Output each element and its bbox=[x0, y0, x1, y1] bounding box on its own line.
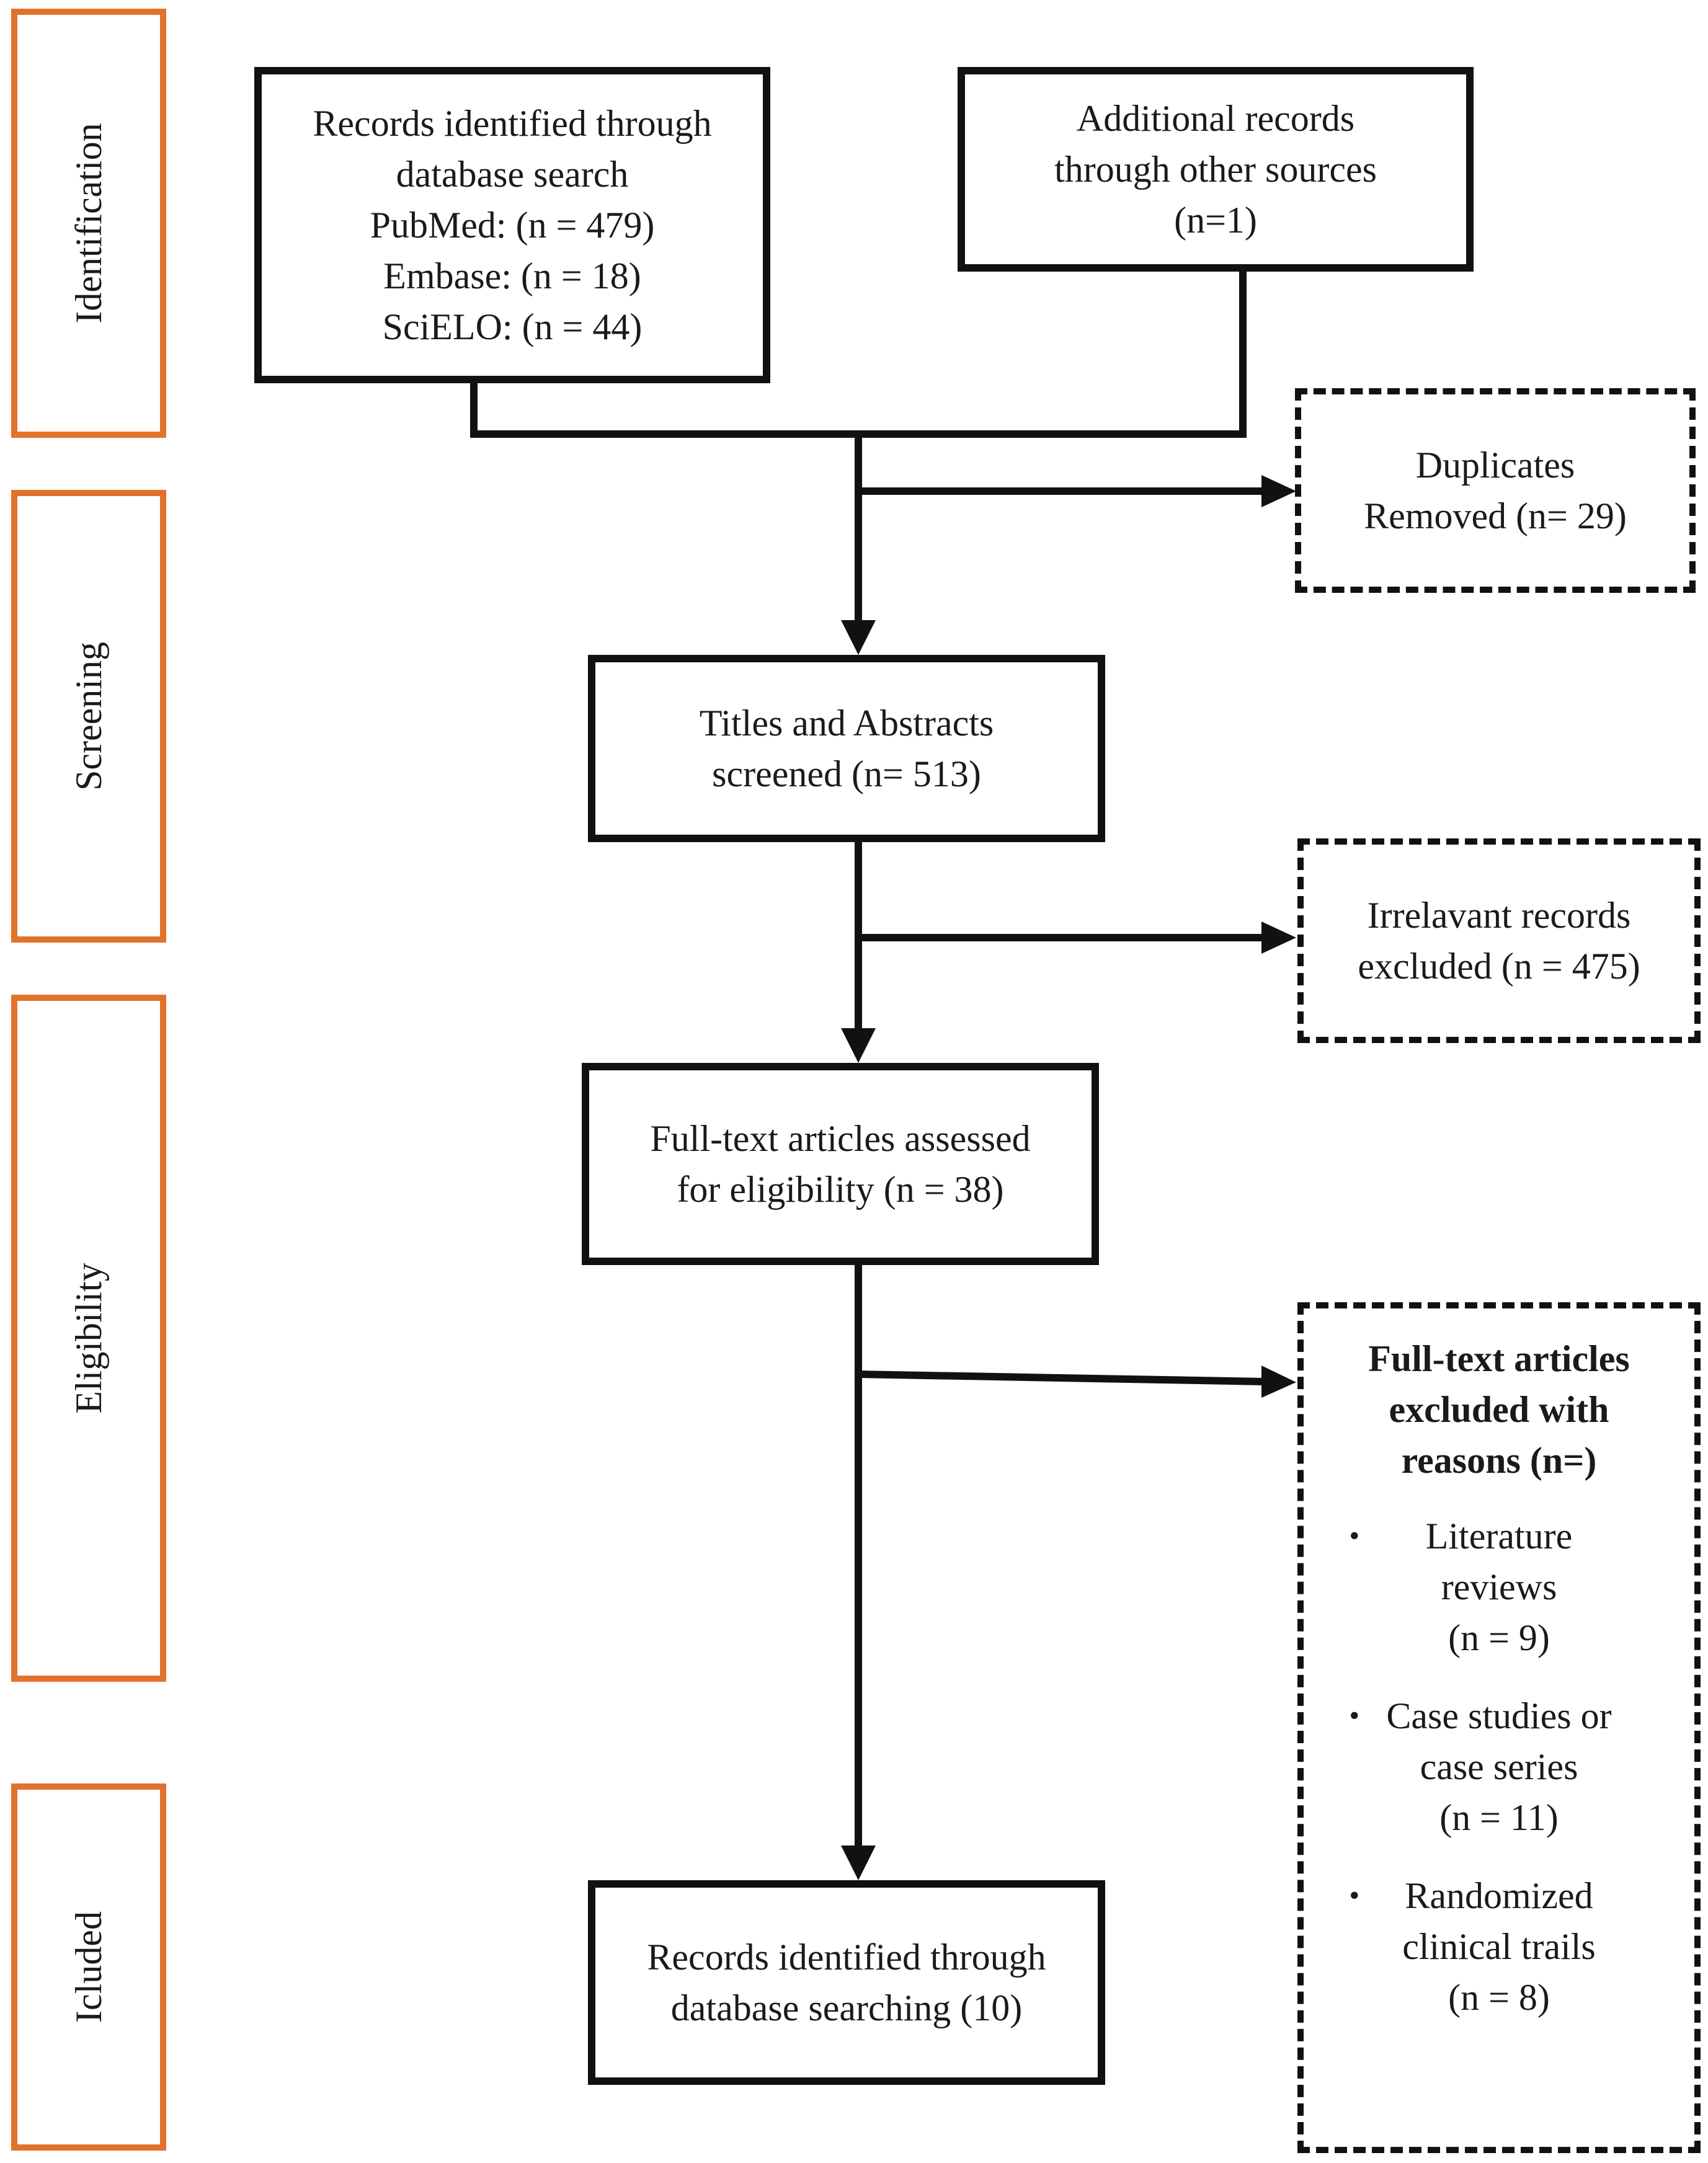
box-database-search-line: Embase: (n = 18) bbox=[383, 255, 641, 296]
box-included: Records identified through database sear… bbox=[588, 1880, 1105, 2085]
box-other-sources: Additional records through other sources… bbox=[958, 67, 1474, 272]
box-fulltext: Full-text articles assessed for eligibil… bbox=[582, 1063, 1099, 1265]
box-fulltext-line: Full-text articles assessed bbox=[650, 1118, 1031, 1159]
box-screened-line: Titles and Abstracts bbox=[699, 703, 994, 744]
box-excluded-title-line: Full-text articles bbox=[1368, 1338, 1630, 1379]
phase-eligibility: Eligibility bbox=[11, 995, 166, 1682]
box-fulltext-line: for eligibility (n = 38) bbox=[677, 1169, 1004, 1210]
box-database-search-line: PubMed: (n = 479) bbox=[370, 205, 655, 246]
box-duplicates: Duplicates Removed (n= 29) bbox=[1295, 388, 1696, 593]
exclusion-reason-line: (n = 8) bbox=[1448, 1977, 1550, 2018]
exclusion-reason-line: Randomized bbox=[1405, 1875, 1593, 1916]
exclusion-reason-item: • Literature reviews (n = 9) bbox=[1349, 1511, 1611, 1663]
box-screened: Titles and Abstracts screened (n= 513) bbox=[588, 655, 1105, 842]
box-duplicates-line: Removed (n= 29) bbox=[1364, 495, 1627, 536]
phase-included: Icluded bbox=[11, 1783, 166, 2151]
box-screened-line: screened (n= 513) bbox=[712, 753, 981, 794]
box-other-sources-line: Additional records bbox=[1076, 98, 1355, 139]
exclusion-reason-line: Case studies or bbox=[1386, 1695, 1612, 1736]
exclusion-reasons-list: • Literature reviews (n = 9) • Case stud… bbox=[1349, 1511, 1612, 2023]
phase-screening: Screening bbox=[11, 490, 166, 943]
bullet-icon: • bbox=[1349, 1879, 1360, 1912]
arrowhead-excluded bbox=[1261, 1366, 1296, 1398]
phase-included-label: Icluded bbox=[68, 1911, 109, 2023]
arrowhead-fulltext bbox=[841, 1028, 876, 1063]
box-irrelevant-line: Irrelavant records bbox=[1367, 895, 1631, 936]
bullet-icon: • bbox=[1349, 1519, 1360, 1552]
arrowhead-screened bbox=[841, 620, 876, 655]
exclusion-reason-line: Literature bbox=[1425, 1516, 1573, 1557]
arrowhead-duplicates bbox=[1261, 475, 1296, 507]
box-database-search-line: SciELO: (n = 44) bbox=[382, 306, 643, 347]
box-excluded-reasons: Full-text articles excluded with reasons… bbox=[1297, 1302, 1701, 2153]
box-database-search-line: database search bbox=[396, 154, 629, 195]
exclusion-reason-line: (n = 9) bbox=[1448, 1617, 1550, 1658]
box-excluded-title-line: reasons (n=) bbox=[1401, 1440, 1597, 1481]
exclusion-reason-line: case series bbox=[1420, 1746, 1578, 1787]
box-other-sources-line: (n=1) bbox=[1174, 200, 1257, 241]
exclusion-reason-line: reviews bbox=[1441, 1566, 1557, 1607]
box-other-sources-line: through other sources bbox=[1054, 149, 1377, 190]
box-irrelevant-line: excluded (n = 475) bbox=[1358, 946, 1640, 987]
arrowhead-included bbox=[841, 1845, 876, 1880]
box-irrelevant: Irrelavant records excluded (n = 475) bbox=[1297, 838, 1701, 1043]
phase-identification: Identification bbox=[11, 9, 166, 438]
box-excluded-title-line: excluded with bbox=[1389, 1389, 1609, 1430]
box-included-line: Records identified through bbox=[647, 1937, 1046, 1978]
exclusion-reason-line: (n = 11) bbox=[1439, 1797, 1559, 1838]
box-database-search-line: Records identified through bbox=[313, 103, 712, 144]
phase-screening-label: Screening bbox=[68, 642, 109, 791]
bullet-icon: • bbox=[1349, 1699, 1360, 1732]
box-database-search: Records identified through database sear… bbox=[254, 67, 770, 383]
exclusion-reason-item: • Case studies or case series (n = 11) bbox=[1349, 1690, 1612, 1843]
connector-to-excluded bbox=[854, 1370, 1270, 1386]
phase-identification-label: Identification bbox=[68, 123, 109, 324]
exclusion-reason-item: • Randomized clinical trails (n = 8) bbox=[1349, 1870, 1611, 2023]
arrowhead-irrelevant bbox=[1261, 922, 1296, 954]
exclusion-reason-line: clinical trails bbox=[1402, 1926, 1596, 1967]
box-duplicates-line: Duplicates bbox=[1415, 445, 1575, 486]
box-included-line: database searching (10) bbox=[670, 1988, 1023, 2028]
phase-eligibility-label: Eligibility bbox=[68, 1263, 109, 1414]
